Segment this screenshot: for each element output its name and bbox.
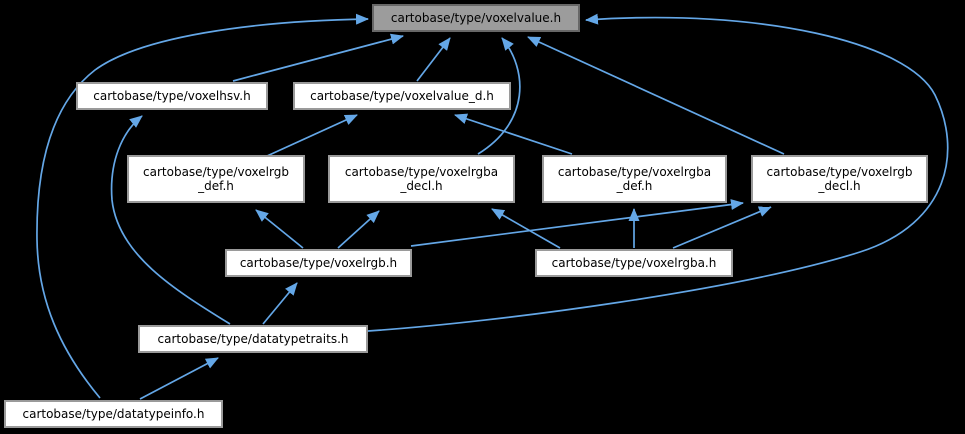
edge-voxelrgba-to-voxelrgba_decl xyxy=(491,208,561,249)
node-voxelvalue: cartobase/type/voxelvalue.h xyxy=(372,4,580,32)
edge-voxelrgb-to-voxelrgba_decl xyxy=(337,210,380,249)
edge-voxelrgba_decl-to-voxelvalue xyxy=(477,37,521,155)
edge-voxelrgb-to-voxelrgb_decl xyxy=(410,199,744,247)
node-voxelrgb_decl[interactable]: cartobase/type/voxelrgb _decl.h xyxy=(751,155,928,203)
edge-voxelrgb_decl-to-voxelvalue xyxy=(527,36,785,155)
node-voxelrgba_def[interactable]: cartobase/type/voxelrgba _def.h xyxy=(542,155,727,203)
edge-voxelhsv-to-voxelvalue xyxy=(232,33,404,82)
edge-voxelrgb-to-voxelrgb_def xyxy=(255,209,304,249)
node-datatypetraits[interactable]: cartobase/type/datatypetraits.h xyxy=(138,325,368,353)
edge-datatypetraits-to-voxelrgb xyxy=(262,282,298,325)
edge-datatypeinfo-to-datatypetraits xyxy=(139,357,219,400)
node-voxelhsv[interactable]: cartobase/type/voxelhsv.h xyxy=(76,82,268,110)
edge-voxelvalue_d-to-voxelvalue xyxy=(416,37,451,82)
edge-voxelrgba_def-to-voxelvalue_d xyxy=(454,113,573,155)
edge-datatypetraits-to-voxelhsv xyxy=(110,115,231,325)
node-voxelvalue_d[interactable]: cartobase/type/voxelvalue_d.h xyxy=(293,82,511,110)
node-voxelrgba_decl[interactable]: cartobase/type/voxelrgba _decl.h xyxy=(328,155,515,203)
node-voxelrgb_def[interactable]: cartobase/type/voxelrgb _def.h xyxy=(127,155,305,203)
node-voxelrgba[interactable]: cartobase/type/voxelrgba.h xyxy=(535,249,733,277)
node-voxelrgb[interactable]: cartobase/type/voxelrgb.h xyxy=(225,249,412,277)
edge-voxelrgba-to-voxelrgb_decl xyxy=(672,206,772,249)
node-datatypeinfo[interactable]: cartobase/type/datatypeinfo.h xyxy=(4,400,223,428)
edge-datatypetraits-to-voxelvalue xyxy=(367,13,949,332)
edge-voxelrgb_def-to-voxelvalue_d xyxy=(266,114,358,157)
edge-datatypeinfo-to-voxelvalue xyxy=(36,13,369,399)
